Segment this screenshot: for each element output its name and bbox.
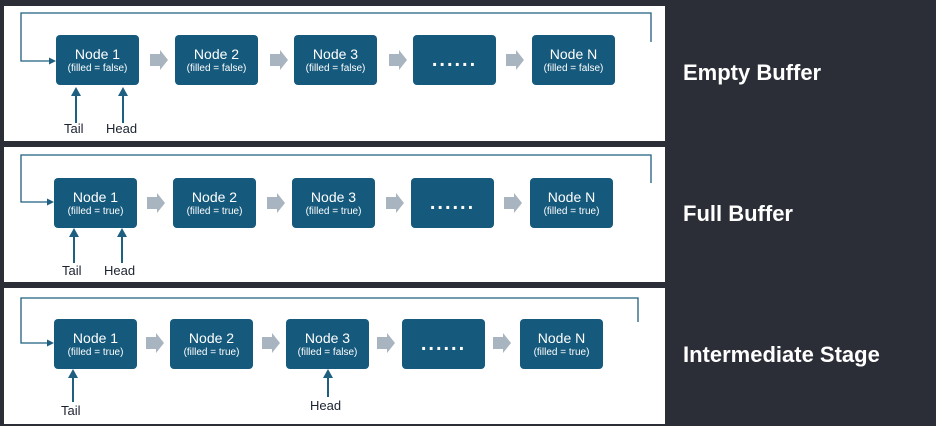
node-title: Node N [547, 188, 596, 205]
tail-label: Tail [64, 121, 84, 136]
node-state: (filled = true) [67, 205, 124, 217]
head-label: Head [104, 263, 136, 278]
node-title: Node 3 [310, 188, 357, 205]
head-label: Head [106, 121, 138, 136]
tail-label: Tail [62, 263, 82, 278]
node-state: (filled = true) [183, 346, 240, 358]
node-title: Node N [537, 329, 586, 346]
full-buffer-label: Full Buffer [683, 201, 793, 226]
node-state: (filled = false) [543, 62, 604, 74]
node-state: (filled = false) [186, 62, 247, 74]
ellipsis-text: ...... [429, 192, 476, 214]
node-title: Node 1 [74, 45, 121, 62]
tail-label: Tail [61, 403, 81, 418]
ellipsis-text: ...... [431, 49, 478, 71]
node-state: (filled = true) [67, 346, 124, 358]
node-n: Node N (filled = false) [532, 35, 615, 85]
node-ellipsis: ...... [411, 178, 494, 228]
node-1: Node 1 (filled = false) [56, 35, 139, 85]
node-ellipsis: ...... [413, 35, 496, 85]
node-state: (filled = true) [186, 205, 243, 217]
node-1: Node 1 (filled = true) [54, 319, 137, 369]
node-3: Node 3 (filled = false) [286, 319, 369, 369]
empty-buffer-panel: Node 1 (filled = false) Node 2 (filled =… [4, 6, 665, 141]
node-2: Node 2 (filled = true) [173, 178, 256, 228]
full-buffer-connectors [20, 154, 652, 263]
empty-buffer-connectors [20, 12, 652, 123]
node-3: Node 3 (filled = true) [292, 178, 375, 228]
node-2: Node 2 (filled = false) [175, 35, 258, 85]
node-n: Node N (filled = true) [520, 319, 603, 369]
full-buffer-panel: Node 1 (filled = true) Node 2 (filled = … [4, 147, 665, 282]
node-state: (filled = false) [67, 62, 128, 74]
node-state: (filled = false) [305, 62, 366, 74]
node-3: Node 3 (filled = false) [294, 35, 377, 85]
node-title: Node 3 [312, 45, 359, 62]
ellipsis-text: ...... [420, 333, 467, 355]
intermediate-stage-connectors [20, 297, 639, 402]
empty-buffer-label: Empty Buffer [683, 60, 822, 85]
node-title: Node 1 [72, 188, 119, 205]
node-title: Node 2 [188, 329, 235, 346]
intermediate-stage-panel: Node 1 (filled = true) Node 2 (filled = … [4, 288, 665, 424]
node-title: Node 2 [191, 188, 238, 205]
node-state: (filled = false) [297, 346, 358, 358]
node-state: (filled = true) [543, 205, 600, 217]
node-title: Node N [549, 45, 598, 62]
node-n: Node N (filled = true) [530, 178, 613, 228]
node-1: Node 1 (filled = true) [54, 178, 137, 228]
node-2: Node 2 (filled = true) [170, 319, 253, 369]
intermediate-stage-label: Intermediate Stage [683, 342, 880, 367]
head-label: Head [310, 398, 342, 413]
node-ellipsis: ...... [402, 319, 485, 369]
node-title: Node 2 [193, 45, 240, 62]
node-state: (filled = true) [305, 205, 362, 217]
node-title: Node 3 [304, 329, 351, 346]
node-title: Node 1 [72, 329, 119, 346]
node-state: (filled = true) [533, 346, 590, 358]
